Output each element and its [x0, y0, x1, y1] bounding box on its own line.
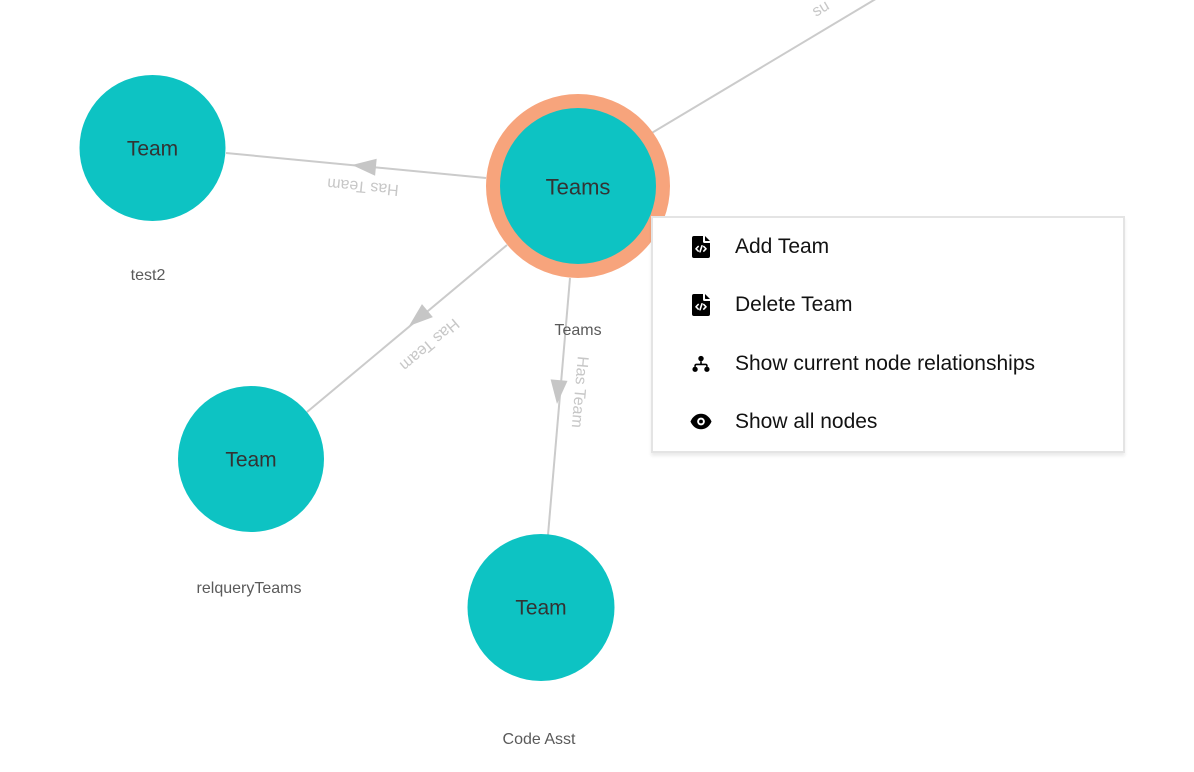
node-team-label: Team [515, 597, 566, 620]
node-team-circle[interactable] [79, 75, 226, 221]
node-team-relqueryteams: Team relqueryTeams [178, 386, 324, 597]
edge-label-has-team-2: Has Team [396, 315, 462, 374]
file-code-icon [689, 236, 713, 259]
arrowhead-icon [352, 158, 377, 176]
edge-teams-offscreen[interactable] [644, 0, 884, 138]
node-teams-label: Teams [546, 175, 611, 200]
file-code-icon [689, 294, 713, 317]
node-team-test2: Team test2 [79, 75, 226, 284]
node-team-caption: Code Asst [503, 731, 576, 748]
menu-item-show-all-nodes[interactable]: Show all nodes [653, 392, 1123, 451]
node-team-caption: test2 [131, 267, 166, 284]
node-teams-circle[interactable] [486, 94, 670, 278]
menu-item-label: Show all nodes [735, 409, 878, 433]
edge-label-has-team-3: Has Team [568, 356, 591, 429]
menu-item-label: Show current node relationships [735, 351, 1036, 375]
node-team-caption: relqueryTeams [197, 580, 302, 597]
nodes: Teams Teams Team test2 Team relqueryTeam… [79, 75, 670, 748]
menu-item-label: Delete Team [735, 293, 853, 317]
edge-teams-to-relqueryteams[interactable] [306, 244, 508, 413]
node-team-circle[interactable] [467, 534, 615, 681]
edge-label-has-team-1: Has Team [326, 174, 399, 198]
menu-item-add-team[interactable]: Add Team [653, 218, 1123, 277]
context-menu: Add Team Delete Team [651, 216, 1125, 453]
arrowhead-icon [550, 379, 568, 404]
node-teams-selected: Teams Teams [486, 94, 670, 339]
menu-item-delete-team[interactable]: Delete Team [653, 276, 1123, 335]
sitemap-icon [689, 355, 713, 373]
menu-item-show-relationships[interactable]: Show current node relationships [653, 334, 1123, 393]
node-team-circle[interactable] [178, 386, 324, 532]
menu-item-label: Add Team [735, 235, 830, 259]
node-team-codeasst: Team Code Asst [467, 534, 615, 748]
node-team-label: Team [225, 449, 276, 472]
edge-teams-to-codeasst[interactable] [547, 277, 571, 536]
node-team-label: Team [127, 138, 178, 161]
node-teams-caption: Teams [554, 322, 601, 339]
arrowhead-icon [409, 304, 433, 326]
eye-icon [689, 413, 713, 430]
edge-label-offscreen-partial: su [809, 0, 832, 20]
